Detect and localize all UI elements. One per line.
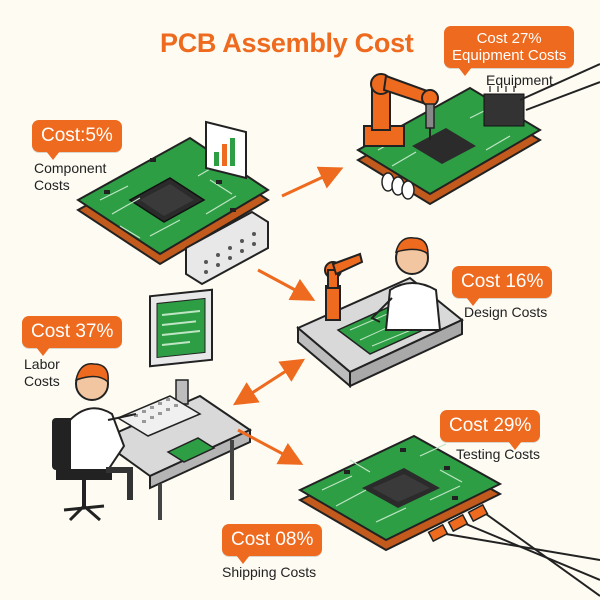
component-cost-badge: Cost:5% [32,120,122,160]
testing-cost-badge: Cost 29% [440,410,541,450]
arrow-component-to-equipment [281,166,344,198]
flow-arrows [232,166,344,465]
equipment-badge-line1: Cost 27% [476,30,542,47]
arrow-labor-design [232,358,306,406]
labor-cost-badge: Cost 37% [22,316,123,356]
labor-costs-label: Labor Costs [24,356,60,390]
labor-label-line1: Labor [24,356,60,372]
design-cost-badge: Cost 16% [452,266,553,306]
equipment-badge-line2: Equipment Costs [452,47,567,64]
component-costs-label: Component Costs [34,160,106,194]
shipping-costs-label: Shipping Costs [222,564,317,580]
design-workstation-illustration [296,237,464,389]
labor-workstation-illustration [52,288,253,522]
component-label-line2: Costs [34,177,70,193]
arrow-labor-to-testing [237,428,304,465]
arrow-component-to-design [257,268,316,301]
testing-pcb-illustration [297,434,600,597]
testing-costs-label: Testing Costs [456,446,541,462]
page-title: PCB Assembly Cost [160,28,414,58]
design-costs-label: Design Costs [464,304,548,320]
equipment-cost-badge: Cost 27% Equipment Costs [444,26,575,76]
component-label-line1: Component [34,160,107,176]
equipment-pcb-illustration [356,63,600,206]
equipment-label: Equipment [486,72,553,88]
shipping-cost-badge: Cost 08% [222,524,323,564]
component-pcb-illustration [76,120,270,286]
labor-label-line2: Costs [24,373,60,389]
